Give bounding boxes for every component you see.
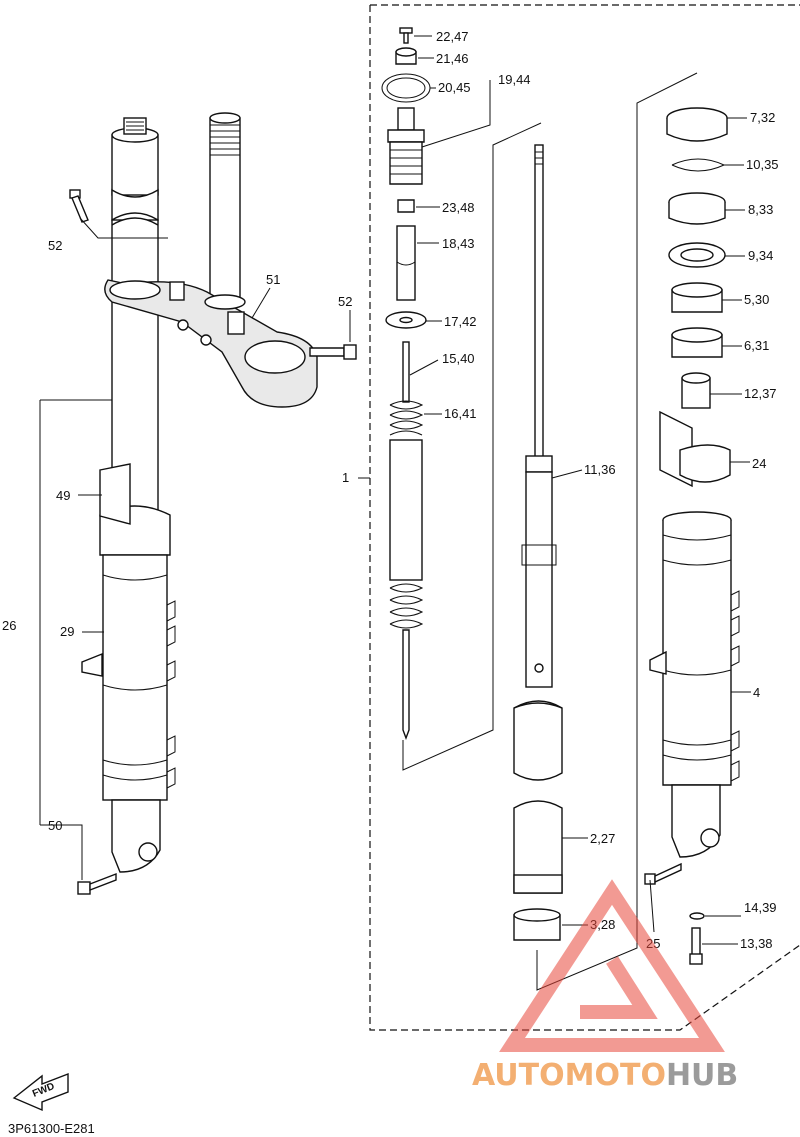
label-20-45: 20,45 [438,80,471,95]
label-18-43: 18,43 [442,236,475,251]
label-5-30: 5,30 [744,292,769,307]
watermark-triangle [499,879,725,1052]
label-21-46: 21,46 [436,51,469,66]
label-16-41: 16,41 [444,406,477,421]
steering-stem [209,117,241,304]
pinch-bolt-52-upper [69,189,89,223]
label-19-44: 19,44 [498,72,531,87]
label-9-34: 9,34 [748,248,773,263]
label-26: 26 [2,618,16,633]
label-1: 1 [342,470,349,485]
outer-tube [102,554,168,801]
leader-50 [70,824,83,880]
label-52-lower: 52 [338,294,352,309]
pinch-bolt-52-lower [309,344,357,360]
label-12-37: 12,37 [744,386,777,401]
label-50: 50 [48,818,62,833]
bracket-26 [39,399,112,826]
label-49: 49 [56,488,70,503]
assembly-outline [369,4,800,1031]
label-4: 4 [753,685,760,700]
label-17-42: 17,42 [444,314,477,329]
label-14-39: 14,39 [744,900,777,915]
label-29: 29 [60,624,74,639]
leader-19 [421,80,491,148]
leader-52a [79,217,168,239]
outer-tube-column [644,107,751,965]
label-7-32: 7,32 [750,110,775,125]
label-6-31: 6,31 [744,338,769,353]
fwd-arrow: FWD [12,1072,69,1112]
label-8-33: 8,33 [748,202,773,217]
axle-pinch-bolt-50 [77,872,117,895]
inner-tube-top [111,134,159,196]
under-bracket [104,279,318,408]
label-22-47: 22,47 [436,29,469,44]
label-24: 24 [752,456,766,471]
diagram-code: 3P61300-E281 [8,1121,95,1136]
label-52-upper: 52 [48,238,62,253]
label-11-36: 11,36 [584,462,616,477]
label-2-27: 2,27 [590,831,615,846]
label-51: 51 [266,272,280,287]
cylinder-column [513,72,698,991]
label-13-38: 13,38 [740,936,773,951]
label-15-40: 15,40 [442,351,475,366]
label-23-48: 23,48 [442,200,475,215]
watermark-logo: AUTOMOTOHUB [472,879,738,1093]
label-10-35: 10,35 [746,157,779,172]
part-labels: 22,47 21,46 20,45 19,44 23,48 18,43 17,4… [2,29,779,951]
axle-bracket [111,799,161,873]
left-fork-assembly [39,112,357,895]
leader-51 [251,287,271,319]
damper-column [358,27,542,771]
watermark-text-a: AUTOMOTOHUB [472,1058,738,1093]
